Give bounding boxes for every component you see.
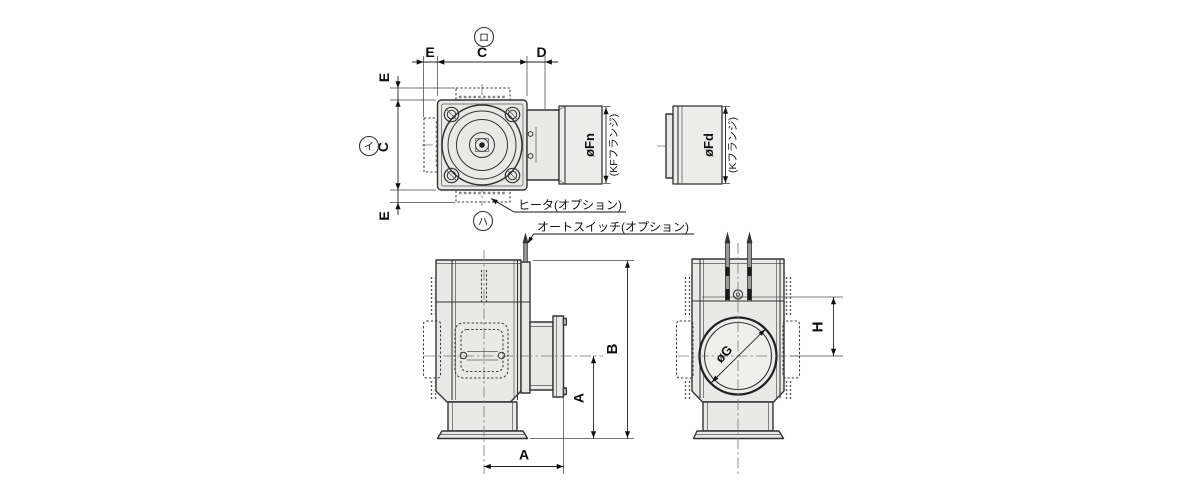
dim-label-e-left-top: E: [376, 73, 392, 82]
view-marker-ro: ロ: [473, 26, 495, 48]
front-autoswitch-wire: [480, 232, 529, 302]
plan-heater-bottom: [455, 189, 511, 203]
view-marker-ha-label: ハ: [478, 217, 488, 228]
dim-label-d: D: [536, 44, 546, 60]
side-heater-right: [782, 277, 801, 399]
front-view: B A A オートスイッチ(オプション): [422, 220, 694, 474]
autoswitch-option-label: オートスイッチ(オプション): [537, 220, 689, 234]
plan-side-port-neck: [526, 109, 560, 181]
side-view: øG H: [675, 231, 843, 474]
dim-label-a-horizontal: A: [519, 447, 529, 463]
dim-label-ofn: øFn: [582, 133, 597, 157]
view-marker-ro-label: ロ: [479, 33, 489, 44]
front-indicator-window: [454, 322, 509, 379]
front-side-port: [529, 315, 567, 398]
plan-kf-flange: [558, 105, 603, 185]
kflange-dim: øFd (Kフランジ): [701, 106, 739, 184]
autoswitch-callout: オートスイッチ(オプション): [527, 220, 694, 244]
plan-flange-dim: øFn (KFフランジ): [582, 106, 620, 184]
plan-dims-top: E C D: [412, 44, 558, 117]
view-marker-i-label: イ: [364, 142, 374, 153]
dim-label-a-vertical: A: [571, 393, 587, 403]
heater-callout: ヒータ(オプション): [490, 198, 626, 213]
front-dim-b: B: [530, 260, 634, 439]
kflange-body: [672, 105, 723, 185]
front-dim-a-vertical: A: [571, 356, 597, 439]
side-heater-left: [675, 277, 694, 399]
dim-label-ofd: øFd: [701, 133, 716, 157]
label-k-flange-note: (Kフランジ): [727, 117, 739, 173]
front-heater-left: [422, 277, 442, 399]
dim-label-e-top: E: [425, 44, 434, 60]
view-marker-i: イ: [358, 135, 380, 157]
dim-label-h: H: [810, 322, 827, 333]
side-dim-h: H: [810, 297, 837, 356]
plan-dims-left: E C E: [375, 73, 455, 221]
dim-label-b: B: [604, 343, 621, 354]
front-switch-rail: [520, 261, 531, 394]
k-flange-view: øFd (Kフランジ): [657, 105, 739, 185]
dim-label-c-left: C: [375, 142, 391, 152]
front-dim-a-horizontal: A: [484, 397, 564, 474]
plan-heater-top: [455, 87, 511, 101]
side-autoswitch-wires: [724, 231, 753, 302]
view-marker-ha: ハ: [472, 210, 494, 232]
plan-valve-circles: [441, 104, 523, 186]
kflange-lip: [665, 113, 674, 179]
label-kf-flange-note: (KFフランジ): [608, 114, 620, 176]
plan-center-dot: [479, 142, 485, 148]
front-bottom-neck: [447, 401, 518, 432]
dim-label-e-left-bottom: E: [376, 211, 392, 220]
heater-option-label: ヒータ(オプション): [518, 198, 622, 212]
dim-label-c-top: C: [477, 44, 487, 60]
plan-view: E C D E C E øFn (KFフランジ): [358, 26, 626, 232]
